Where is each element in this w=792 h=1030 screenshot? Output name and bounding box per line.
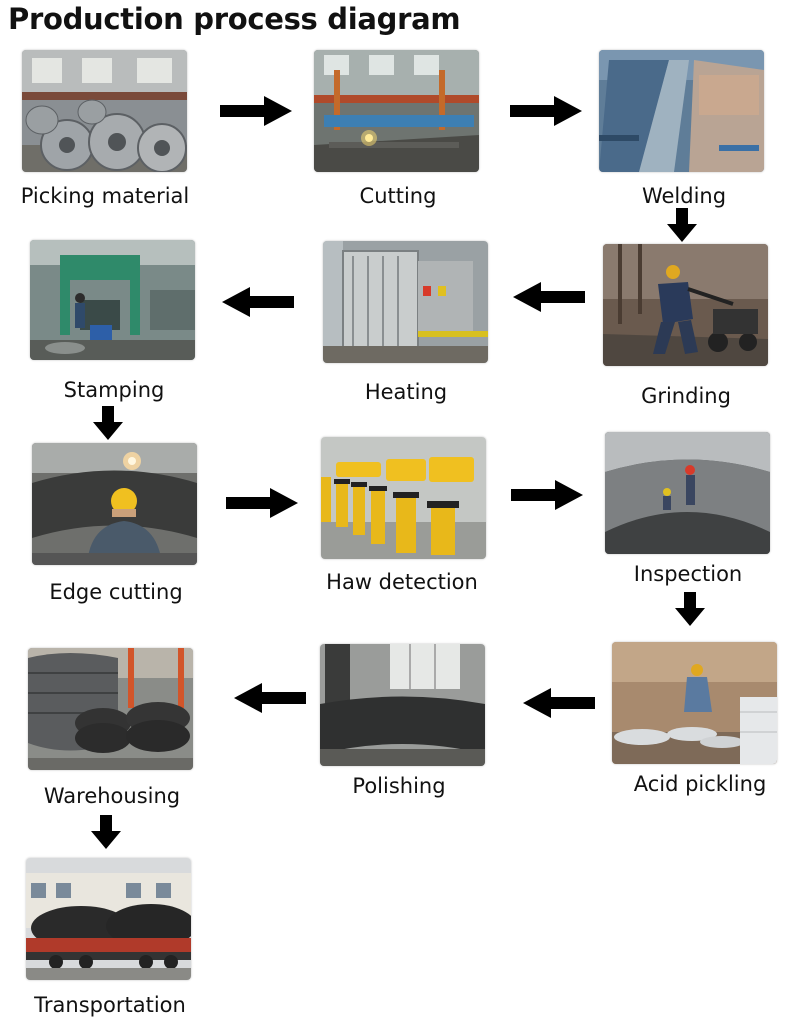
arrow-right-icon [511,480,583,510]
step-photo-stamping [30,240,195,360]
arrow-down-icon [93,406,123,440]
step-photo-welding [599,50,764,172]
step-label-cutting: Cutting [359,184,437,208]
step-label-welding: Welding [641,184,727,208]
arrow-down-icon [91,815,121,849]
step-label-haw-detection: Haw detection [326,570,478,594]
step-photo-transportation [26,858,191,980]
step-photo-haw-detection [321,437,486,559]
arrow-down-icon [667,208,697,242]
step-photo-acid-pickling [612,642,777,764]
step-photo-inspection [605,432,770,554]
step-photo-heating [323,241,488,363]
arrow-left-icon [234,683,306,713]
step-photo-grinding [603,244,768,366]
arrow-right-icon [510,96,582,126]
step-label-inspection: Inspection [633,562,743,586]
step-label-stamping: Stamping [63,378,165,402]
step-label-polishing: Polishing [352,774,446,798]
step-label-picking-material: Picking material [20,184,190,208]
step-label-warehousing: Warehousing [43,784,181,808]
step-label-transportation: Transportation [34,993,186,1017]
step-label-acid-pickling: Acid pickling [633,772,767,796]
diagram-title: Production process diagram [8,2,461,36]
step-photo-edge-cutting [32,443,197,565]
arrow-down-icon [675,592,705,626]
arrow-left-icon [513,282,585,312]
arrow-right-icon [226,488,298,518]
arrow-left-icon [222,287,294,317]
step-photo-picking-material [22,50,187,172]
step-label-grinding: Grinding [641,384,731,408]
step-label-heating: Heating [364,380,448,404]
step-photo-cutting [314,50,479,172]
arrow-left-icon [523,688,595,718]
step-photo-warehousing [28,648,193,770]
step-label-edge-cutting: Edge cutting [49,580,183,604]
step-photo-polishing [320,644,485,766]
arrow-right-icon [220,96,292,126]
